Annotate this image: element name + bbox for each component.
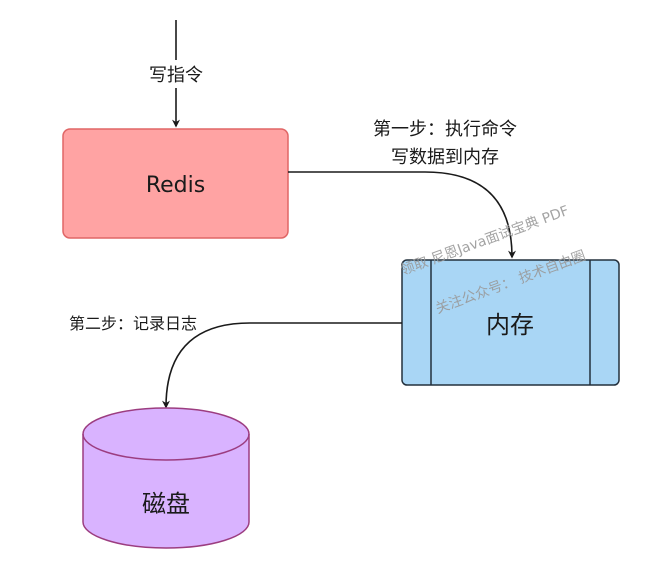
memory-node-label: 内存 bbox=[486, 311, 534, 339]
step2-label: 第二步：记录日志 bbox=[69, 314, 197, 333]
disk-node bbox=[82, 407, 250, 549]
disk-node-top-rim bbox=[82, 433, 250, 461]
write-command-label: 写指令 bbox=[149, 65, 203, 86]
redis-node-label: Redis bbox=[146, 173, 205, 198]
step1-label-line1: 第一步：执行命令 bbox=[373, 119, 517, 140]
step1-label-line2: 写数据到内存 bbox=[391, 147, 499, 168]
redis-node bbox=[62, 128, 289, 239]
memory-to-disk-edge bbox=[162, 322, 402, 409]
disk-node-label: 磁盘 bbox=[142, 490, 190, 518]
redis-to-memory-edge bbox=[288, 171, 516, 259]
